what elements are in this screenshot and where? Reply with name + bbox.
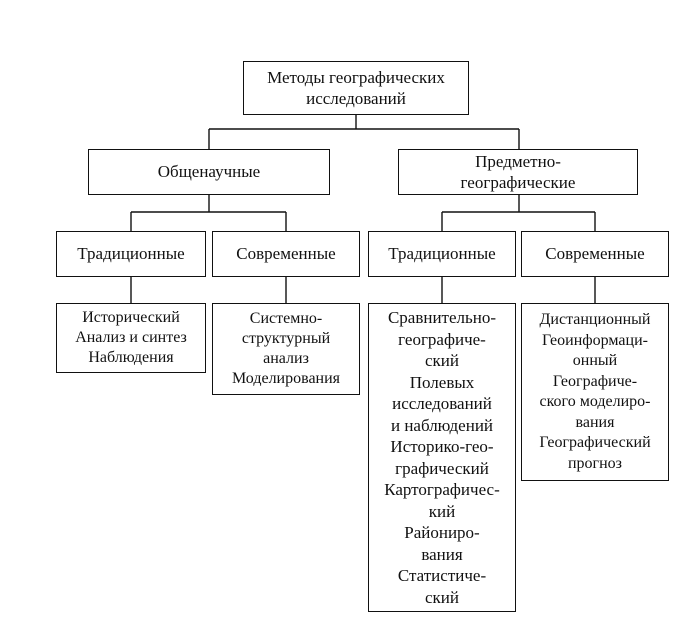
connector-subject-children — [441, 195, 596, 231]
connector-root-level1 — [208, 115, 520, 149]
subject-geographic-node: Предметно- географические — [398, 149, 638, 195]
root-node: Методы географических исследований — [243, 61, 469, 115]
general-scientific-label: Общенаучные — [157, 162, 261, 181]
general-traditional-label: Традиционные — [77, 244, 185, 263]
general-scientific-node: Общенаучные — [88, 149, 330, 195]
connector-leaf-links — [130, 277, 596, 303]
general-modern-node: Современные — [212, 231, 360, 277]
subject-traditional-node: Традиционные — [368, 231, 516, 277]
subject-modern-node: Современные — [521, 231, 669, 277]
general-modern-methods: Системно- структурный анализ Моделирован… — [212, 303, 360, 395]
subject-modern-label: Современные — [545, 244, 645, 263]
subject-modern-methods-text: Дистанционный Геоинформаци- онный Геогра… — [539, 311, 651, 472]
subject-traditional-label: Традиционные — [388, 244, 496, 263]
subject-modern-methods: Дистанционный Геоинформаци- онный Геогра… — [521, 303, 669, 481]
subject-traditional-methods-text: Сравнительно- географиче- ский Полевых и… — [384, 308, 500, 607]
subject-traditional-methods: Сравнительно- географиче- ский Полевых и… — [368, 303, 516, 612]
general-traditional-methods: Исторический Анализ и синтез Наблюдения — [56, 303, 206, 373]
general-modern-label: Современные — [236, 244, 336, 263]
subject-geographic-label: Предметно- географические — [460, 152, 576, 192]
root-label: Методы географических исследований — [267, 68, 445, 108]
general-traditional-node: Традиционные — [56, 231, 206, 277]
connector-general-children — [130, 195, 287, 231]
general-traditional-methods-text: Исторический Анализ и синтез Наблюдения — [75, 309, 187, 366]
general-modern-methods-text: Системно- структурный анализ Моделирован… — [231, 310, 341, 387]
